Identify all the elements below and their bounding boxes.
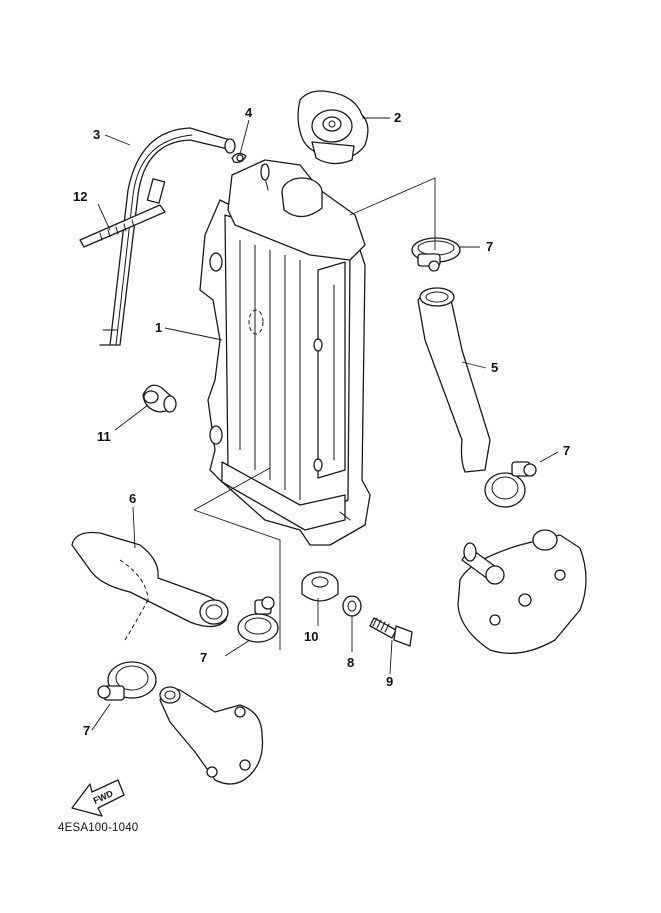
callout-label-part-1: 1 bbox=[155, 320, 163, 335]
diagram-reference-code: 4ESA100-1040 bbox=[58, 822, 139, 834]
callout-label-part-7-right: 7 bbox=[563, 443, 571, 458]
radiator-hose-part-6 bbox=[71, 531, 229, 628]
callout-label-part-7-lower: 7 bbox=[83, 723, 91, 738]
radiator-hose-part-5 bbox=[417, 287, 491, 473]
callout-label-part-8: 8 bbox=[347, 655, 355, 670]
bolt-part-9 bbox=[369, 617, 413, 647]
radiator-cap-part-2 bbox=[297, 90, 369, 165]
callout-label-part-12: 12 bbox=[73, 189, 88, 204]
callout-leaders bbox=[91, 117, 559, 731]
water-pump-cover bbox=[159, 686, 264, 785]
callout-label-part-7-upper: 7 bbox=[486, 239, 494, 254]
hose-clamp-part-7-right bbox=[484, 461, 537, 508]
clip-part-4 bbox=[231, 152, 247, 164]
callout-label-part-11: 11 bbox=[97, 429, 111, 444]
grommet-part-10 bbox=[301, 571, 339, 602]
hose-clamp-part-7-upper bbox=[411, 237, 461, 272]
damper-part-11 bbox=[142, 384, 177, 413]
callout-label-part-3: 3 bbox=[93, 127, 101, 142]
water-pump-housing bbox=[457, 529, 587, 654]
callout-label-part-9: 9 bbox=[386, 674, 394, 689]
forward-arrow-icon bbox=[71, 779, 125, 817]
callout-label-part-7-middle: 7 bbox=[200, 650, 208, 665]
hose-clamp-part-7-lower bbox=[97, 661, 157, 701]
reference-lines bbox=[124, 177, 436, 650]
collar-part-8 bbox=[342, 595, 362, 617]
cable-tie-part-12 bbox=[79, 178, 166, 248]
callout-label-part-10: 10 bbox=[304, 629, 319, 644]
hose-clamp-part-7-middle bbox=[237, 596, 279, 643]
radiator-part-1 bbox=[199, 159, 371, 546]
breather-hose-part-3 bbox=[99, 127, 236, 346]
callout-label-part-6: 6 bbox=[129, 491, 137, 506]
callout-label-part-4: 4 bbox=[245, 105, 253, 120]
callout-label-part-5: 5 bbox=[491, 360, 499, 375]
callout-label-part-2: 2 bbox=[394, 110, 402, 125]
